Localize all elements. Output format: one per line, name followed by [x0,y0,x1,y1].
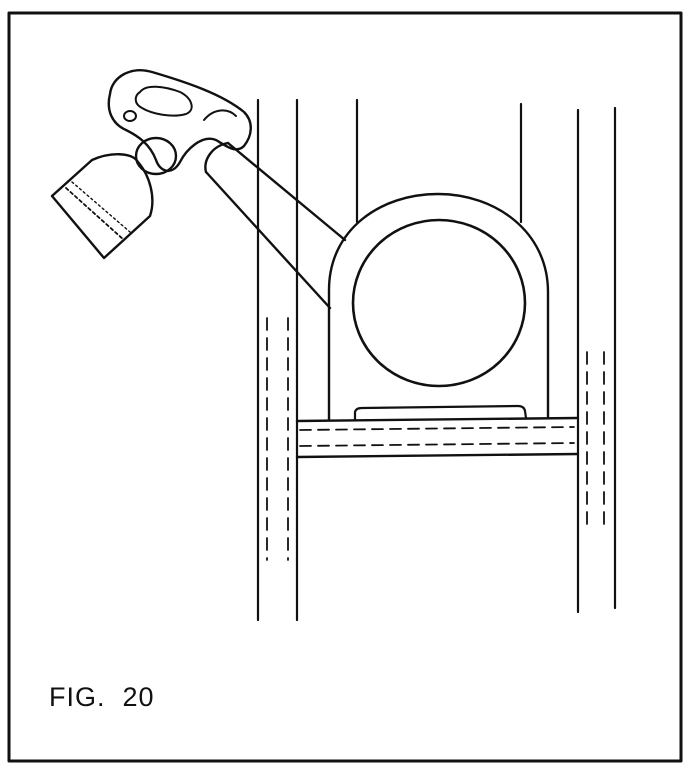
crossbar [295,416,580,459]
left-stud-hidden-lines [266,317,289,561]
torch-nozzle [50,153,154,260]
torch-handle [107,69,252,172]
figure-caption: FIG. 20 [49,682,155,712]
u-bracket [327,192,550,422]
right-stud-hidden-lines [586,351,605,529]
torch-hose [204,141,347,310]
right-stud [576,106,617,614]
bracket-pad [353,404,528,422]
figure-border [7,11,683,763]
torch-ball-joint [134,136,178,176]
inner-posts [355,98,523,224]
left-stud [256,98,299,622]
pipe-circle [351,218,527,388]
